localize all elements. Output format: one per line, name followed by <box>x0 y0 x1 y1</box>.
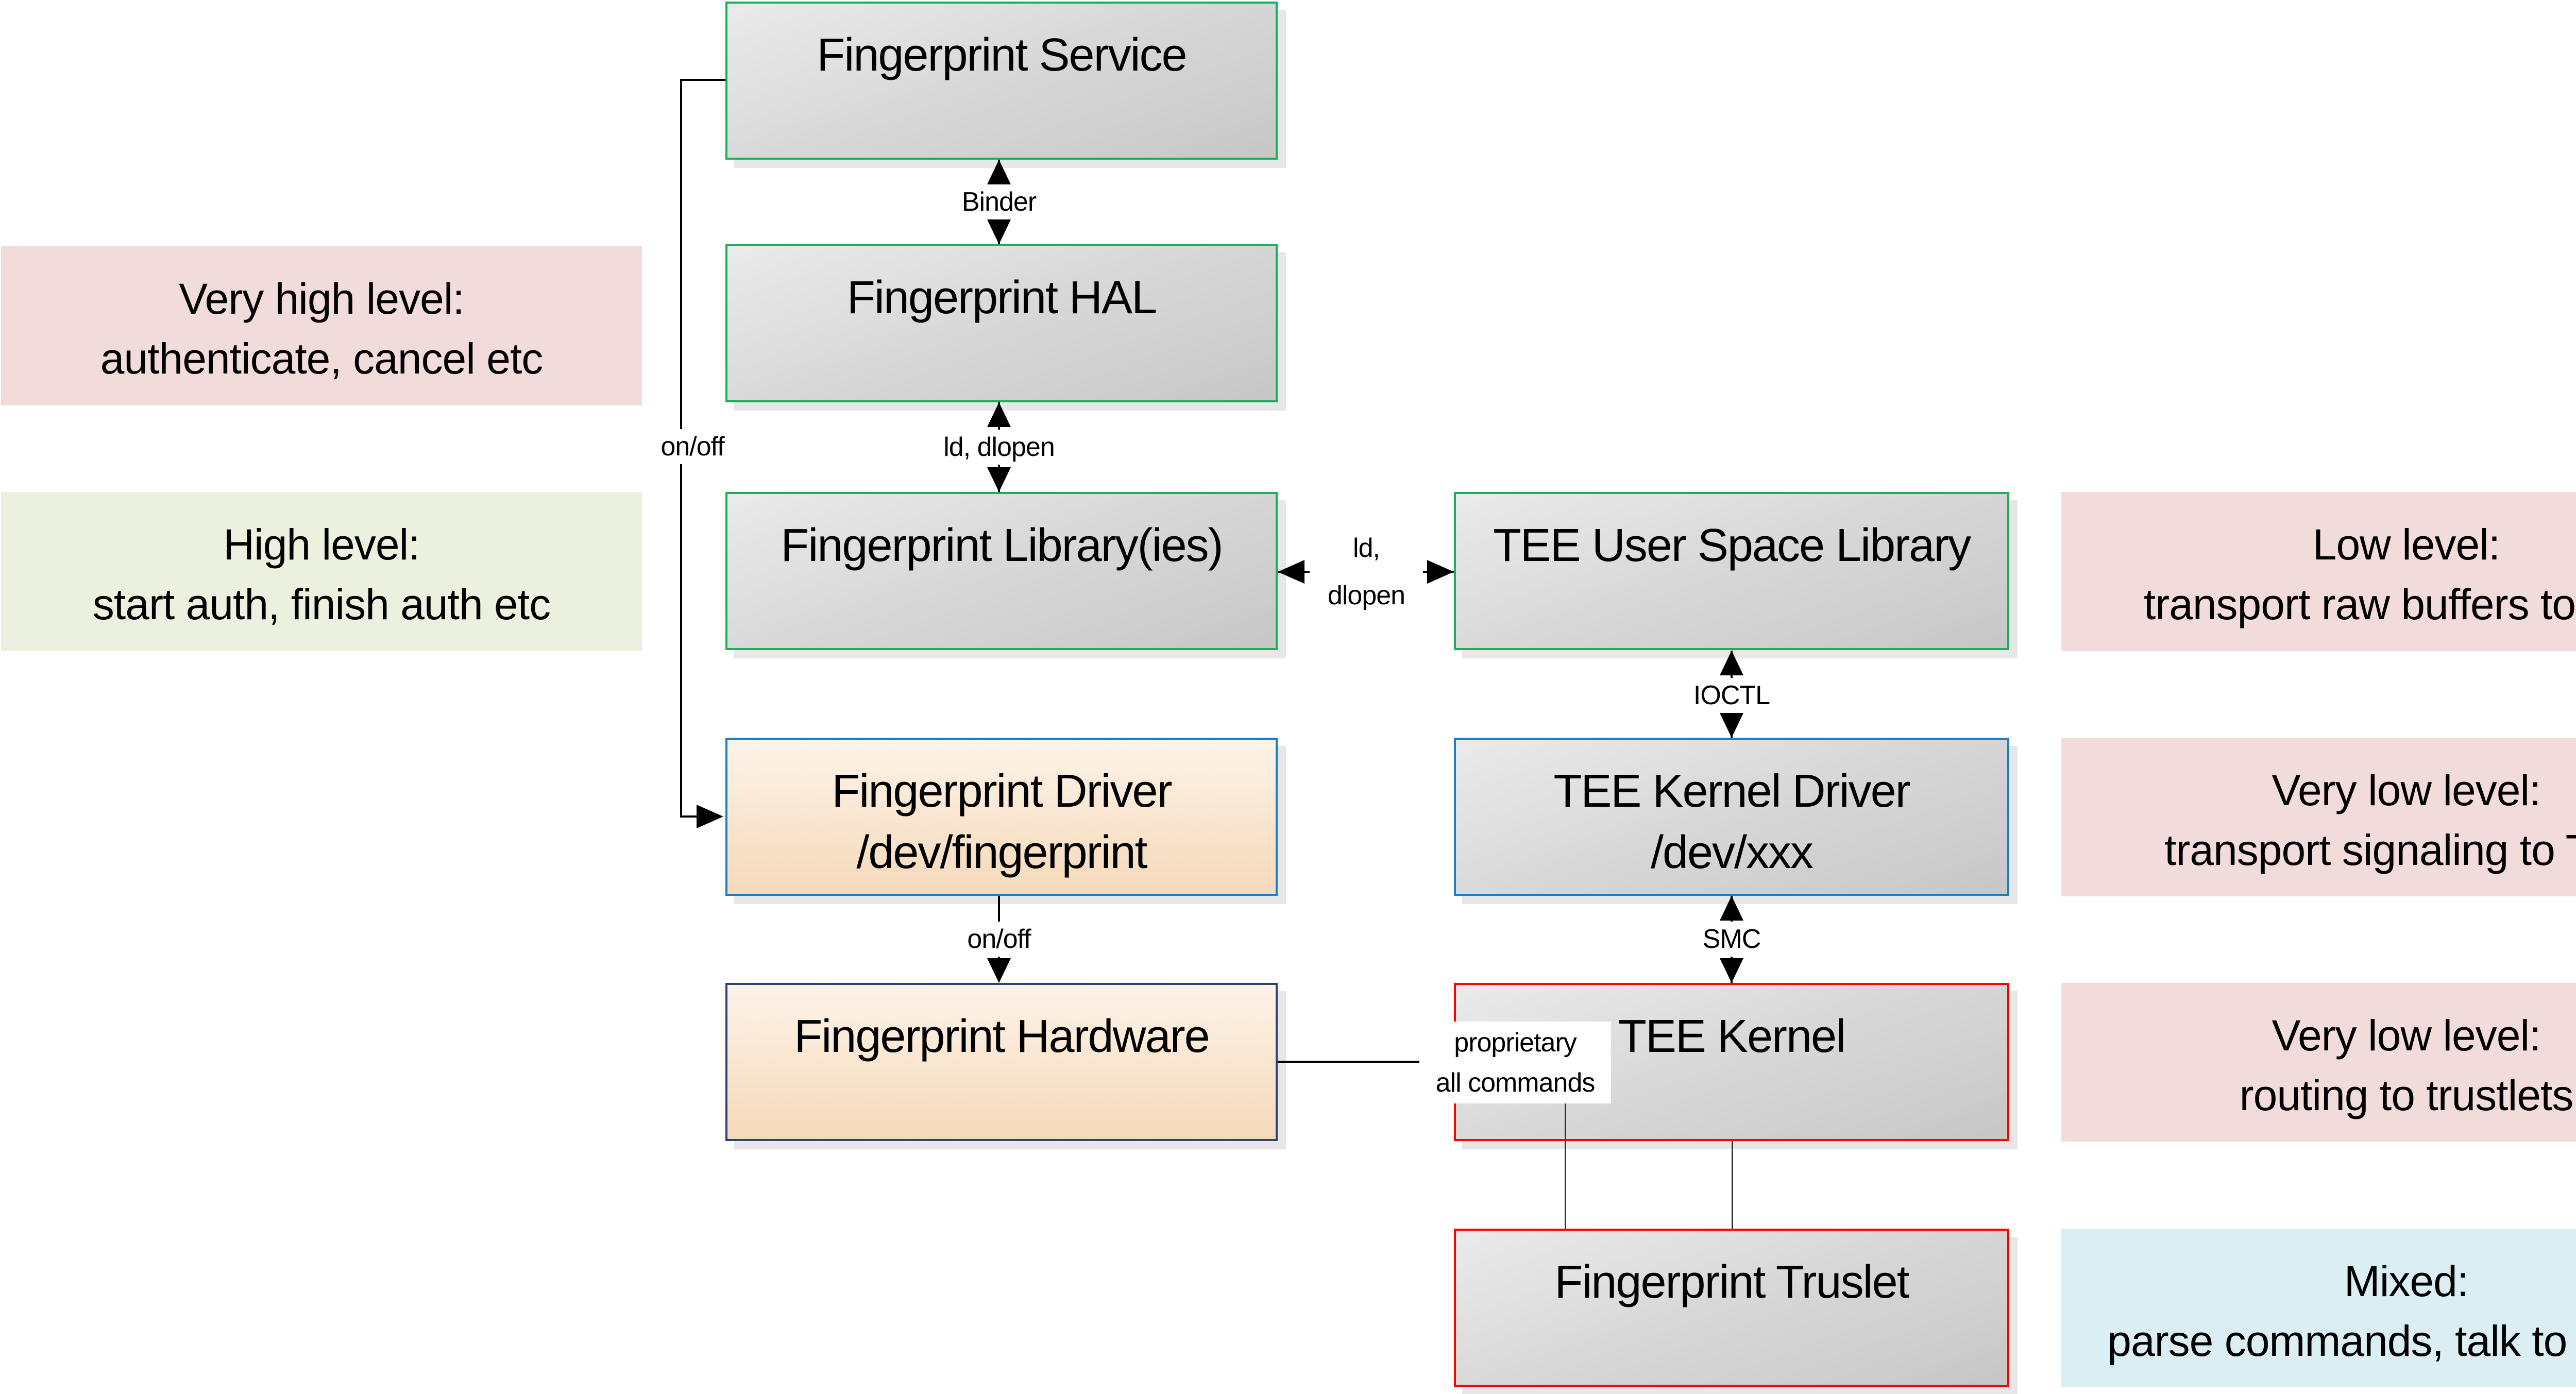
node-label: Fingerprint Service <box>817 29 1187 81</box>
annotation-very-high-level: Very high level: authenticate, cancel et… <box>1 246 642 405</box>
annotation-mixed: Mixed: parse commands, talk to sensor <box>2061 1229 2576 1387</box>
node-fingerprint-hal: Fingerprint HAL <box>725 244 1278 402</box>
arrow-label-on-off-down: on/off <box>937 922 1061 957</box>
arrow-label-ld-dlopen-horizontal: ld, dlopen <box>1310 524 1423 619</box>
node-label: Fingerprint Hardware <box>794 1011 1210 1062</box>
annotation-line: Very low level: <box>2272 766 2541 814</box>
node-label: Fingerprint Truslet <box>1554 1256 1909 1308</box>
node-label: /dev/fingerprint <box>856 827 1147 878</box>
annotation-line: transport raw buffers to TEE <box>2143 580 2576 628</box>
node-label: Fingerprint HAL <box>846 272 1157 324</box>
annotation-high-level: High level: start auth, finish auth etc <box>1 492 642 651</box>
node-label: TEE Kernel Driver <box>1553 766 1910 817</box>
annotation-very-low-routing: Very low level: routing to trustlets <box>2061 983 2576 1142</box>
annotation-line: Low level: <box>2312 520 2501 569</box>
node-tee-user-space-library: TEE User Space Library <box>1454 492 2009 650</box>
annotation-line: parse commands, talk to sensor <box>2107 1317 2576 1365</box>
arrow-label-smc: SMC <box>1685 922 1778 957</box>
node-fingerprint-truslet: Fingerprint Truslet <box>1454 1229 2009 1387</box>
node-fingerprint-service: Fingerprint Service <box>725 2 1278 160</box>
node-fingerprint-libraries: Fingerprint Library(ies) <box>725 492 1278 650</box>
annotation-line: transport signaling to TEE <box>2164 826 2576 874</box>
node-label: Fingerprint Driver <box>832 766 1172 817</box>
arrow-label-line: proprietary <box>1454 1028 1577 1058</box>
annotation-line: Mixed: <box>2344 1257 2469 1305</box>
annotation-line: High level: <box>223 520 420 569</box>
arrow-label-on-off-left: on/off <box>631 429 754 464</box>
annotation-line: start auth, finish auth etc <box>92 580 551 628</box>
node-fingerprint-hardware: Fingerprint Hardware <box>725 983 1278 1141</box>
annotation-very-low-signaling: Very low level: transport signaling to T… <box>2061 738 2576 896</box>
annotation-line: authenticate, cancel etc <box>100 334 544 383</box>
node-tee-kernel-driver: TEE Kernel Driver /dev/xxx <box>1454 738 2009 896</box>
arrow-label-line: ld, <box>1353 533 1380 563</box>
arrow-label-binder: Binder <box>937 184 1061 219</box>
arrow-label-line: all commands <box>1435 1068 1596 1098</box>
arrow-label-ld-dlopen: ld, dlopen <box>917 430 1081 465</box>
annotation-low-level: Low level: transport raw buffers to TEE <box>2061 492 2576 651</box>
node-fingerprint-driver: Fingerprint Driver /dev/fingerprint <box>725 738 1278 896</box>
arrow-label-line: dlopen <box>1327 581 1405 610</box>
arrow-label-ioctl: IOCTL <box>1680 678 1783 713</box>
connector-label-proprietary: proprietary all commands <box>1419 1022 1611 1103</box>
node-label: /dev/xxx <box>1650 827 1814 878</box>
node-label: Fingerprint Library(ies) <box>781 520 1223 571</box>
node-label: TEE User Space Library <box>1493 520 1971 571</box>
annotation-line: routing to trustlets <box>2239 1071 2574 1119</box>
annotation-line: Very high level: <box>179 275 465 323</box>
node-label: TEE Kernel <box>1618 1011 1846 1062</box>
annotation-line: Very low level: <box>2272 1011 2541 1060</box>
